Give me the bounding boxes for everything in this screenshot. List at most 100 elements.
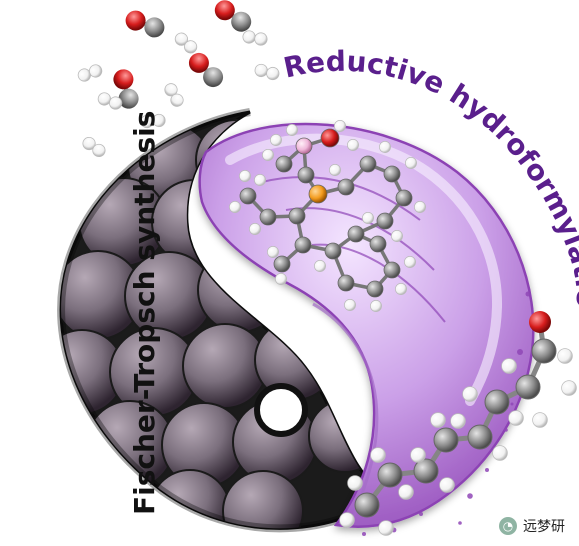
hydrogen-atom (92, 143, 106, 158)
complex-atom-4 (308, 184, 328, 204)
catalyst-atom-9 (182, 323, 268, 409)
complex-hydrogen-6 (239, 170, 251, 182)
splash-drop-15 (510, 402, 514, 406)
product-carbon-5 (413, 458, 439, 484)
complex-hydrogen-14 (395, 283, 407, 295)
product-hydrogen-14 (561, 380, 577, 396)
product-carbon-7 (354, 492, 380, 518)
product-carbon-2 (484, 389, 510, 415)
product-hydrogen-1 (501, 358, 517, 374)
splash-drop-12 (458, 521, 462, 525)
complex-hydrogen-4 (347, 139, 359, 151)
carbon-atom (231, 11, 252, 32)
complex-atom-3 (297, 166, 315, 184)
catalyst-half (57, 108, 390, 533)
complex-atom-18 (383, 165, 401, 183)
catalyst-complex (229, 120, 426, 312)
left-label: Fischer-Tropsch synthesis (128, 111, 161, 515)
product-hydrogen-7 (410, 447, 426, 463)
complex-atom-12 (347, 225, 365, 243)
liquid-half (198, 122, 535, 528)
complex-atom-11 (324, 242, 342, 260)
splash-stream (312, 302, 379, 526)
hydrogen-atom (266, 66, 280, 81)
hydrogen-atom (242, 30, 256, 44)
oxygen-atom (188, 52, 209, 73)
co-molecule-1 (125, 10, 165, 38)
h2-molecule-8 (82, 136, 106, 158)
watermark: ◔ 远梦研 (493, 514, 571, 538)
complex-hydrogen-20 (362, 212, 374, 224)
complex-hydrogen-13 (370, 300, 382, 312)
complex-atom-0 (275, 155, 293, 173)
product-hydrogen-6 (430, 412, 446, 428)
h2-molecule-1 (77, 64, 103, 82)
catalyst-atom-16 (222, 470, 304, 529)
product-carbon-3 (467, 424, 493, 450)
product-carbon-1 (515, 374, 541, 400)
complex-hydrogen-12 (344, 299, 356, 311)
complex-atom-1 (295, 137, 313, 155)
complex-atom-16 (337, 274, 355, 292)
product-hydrogen-3 (462, 386, 478, 402)
h2-molecule-6 (164, 83, 184, 107)
complex-hydrogen-2 (286, 124, 298, 136)
hydrogen-atom (109, 96, 123, 110)
complex-hydrogen-10 (267, 246, 279, 258)
wechat-icon: ◔ (499, 517, 517, 535)
complex-atom-17 (359, 155, 377, 173)
splash-drop-2 (517, 349, 523, 355)
hydrogen-atom (89, 64, 103, 78)
complex-hydrogen-19 (391, 230, 403, 242)
splash-drop-0 (525, 291, 531, 297)
product-hydrogen-11 (378, 520, 394, 536)
carbon-atom (118, 88, 139, 109)
watermark-text: 远梦研 (523, 519, 565, 535)
product-hydrogen-12 (339, 512, 355, 528)
complex-hydrogen-7 (229, 201, 241, 213)
product-hydrogen-0 (557, 348, 573, 364)
complex-hydrogen-21 (329, 164, 341, 176)
complex-atom-6 (288, 207, 306, 225)
product-hydrogen-15 (532, 412, 548, 428)
oxygen-atom (113, 69, 134, 90)
co-molecule-4 (188, 52, 224, 88)
catalyst-hole (254, 383, 308, 437)
product-hydrogen-2 (508, 410, 524, 426)
hydrogen-atom (183, 40, 198, 54)
hydrogen-atom (254, 32, 268, 46)
complex-atom-9 (294, 236, 312, 254)
complex-atom-19 (395, 189, 413, 207)
product-molecule (339, 311, 577, 536)
complex-atom-2 (320, 128, 340, 148)
complex-hydrogen-5 (254, 174, 266, 186)
hydrogen-atom (170, 93, 184, 107)
co-molecule-3 (113, 69, 139, 109)
complex-atom-10 (273, 255, 291, 273)
hydrogen-atom (254, 63, 268, 78)
complex-hydrogen-16 (379, 141, 391, 153)
h2-molecule-4 (242, 30, 268, 46)
oxygen-atom (125, 10, 146, 31)
h2-molecule-7 (254, 63, 280, 81)
product-hydrogen-9 (398, 484, 414, 500)
h2-molecule-2 (97, 92, 123, 110)
product-carbon-0 (531, 338, 557, 364)
complex-hydrogen-9 (275, 273, 287, 285)
product-carbon-6 (377, 462, 403, 488)
product-hydrogen-10 (370, 447, 386, 463)
splash-drop-9 (419, 512, 423, 516)
splash-drop-11 (362, 532, 366, 536)
product-hydrogen-4 (492, 445, 508, 461)
oxygen-atom (214, 0, 235, 21)
gas-molecules (77, 0, 280, 158)
complex-hydrogen-3 (334, 120, 346, 132)
complex-hydrogen-8 (249, 223, 261, 235)
catalyst-edge-shadow (57, 108, 390, 533)
product-oxygen (529, 311, 551, 333)
complex-atom-5 (337, 178, 355, 196)
product-hydrogen-5 (450, 413, 466, 429)
complex-hydrogen-17 (405, 157, 417, 169)
splash-drop-8 (467, 493, 473, 499)
